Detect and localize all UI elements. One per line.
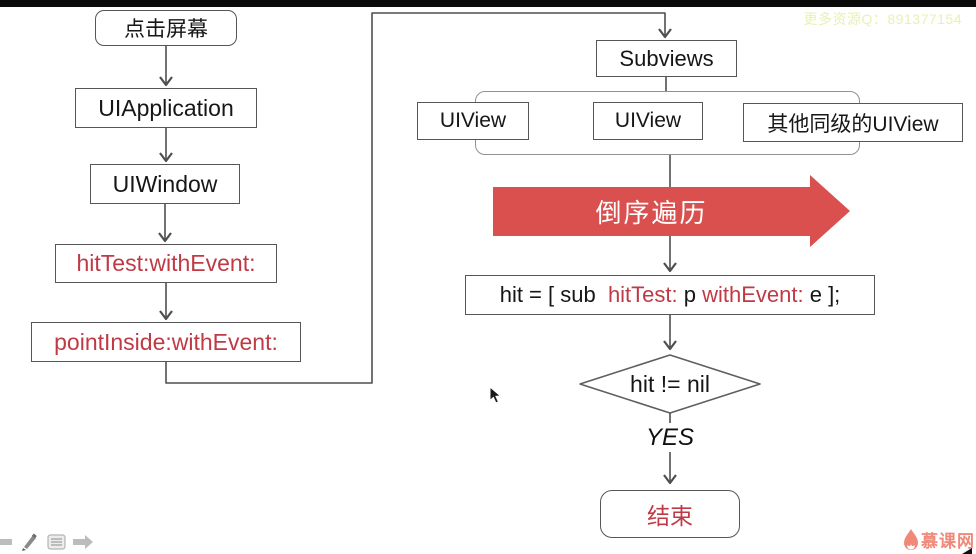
flow-node-end-label: 结束 (647, 503, 693, 529)
flow-node-start: 点击屏幕 (95, 10, 237, 46)
flow-node-subviews-label: Subviews (619, 45, 714, 71)
flow-node-start-label: 点击屏幕 (124, 18, 208, 41)
flow-node-hittest: hitTest:withEvent: (55, 244, 277, 283)
reverse-traverse-label: 倒序遍历 (595, 198, 708, 228)
qq-watermark: 更多资源Q：891377154 (803, 11, 962, 27)
flow-node-uiwindow-label: UIWindow (112, 170, 218, 197)
flow-node-uiapplication-label: UIApplication (98, 94, 234, 121)
flow-node-uiapplication: UIApplication (75, 88, 257, 128)
imooc-logo-text: 慕课网 (921, 532, 975, 551)
hit-expression-text: hit = [ sub hitTest: p withEvent: e ]; (500, 282, 841, 308)
forward-arrow-icon[interactable] (72, 532, 94, 552)
flow-node-sibling-uiviews-label: 其他同级的UIView (767, 112, 939, 136)
annotation-toolbar (0, 532, 94, 552)
imooc-logo: 慕课网 (903, 527, 975, 552)
notes-icon[interactable] (45, 532, 67, 552)
hit-expr-hittest: hitTest: (607, 282, 678, 307)
flow-decision-condition: hit != nil (580, 366, 760, 402)
branch-yes-text: YES (645, 423, 695, 451)
flow-node-uiview-1-label: UIView (439, 109, 507, 132)
hit-expr-pre: hit = [ sub (499, 282, 608, 307)
flow-node-subviews: Subviews (596, 40, 737, 77)
reverse-traverse-arrow: 倒序遍历 (493, 175, 850, 247)
branch-yes-label: YES (632, 423, 708, 452)
flame-icon (904, 528, 918, 550)
flow-node-pointinside-label: pointInside:withEvent: (54, 328, 278, 355)
flow-node-sibling-uiviews: 其他同级的UIView (743, 103, 963, 142)
hit-expr-withevent: withEvent: (702, 282, 804, 307)
flow-decision-condition-label: hit != nil (630, 370, 710, 397)
flow-node-uiwindow: UIWindow (90, 164, 240, 204)
hit-expr-param-p: p (677, 282, 703, 307)
pencil-icon[interactable] (18, 532, 40, 552)
flow-node-uiview-1: UIView (417, 102, 529, 140)
flow-node-end: 结束 (600, 490, 740, 538)
hit-expr-post: e ]; (803, 282, 841, 307)
flow-node-hit-expression: hit = [ sub hitTest: p withEvent: e ]; (465, 275, 875, 315)
back-arrow-icon[interactable] (0, 532, 13, 552)
flow-node-pointinside: pointInside:withEvent: (31, 322, 301, 362)
flow-node-hittest-label: hitTest:withEvent: (76, 250, 256, 276)
mouse-cursor (489, 386, 502, 404)
video-letterbox-bar (0, 0, 976, 7)
flow-node-uiview-2: UIView (593, 102, 703, 140)
flow-node-uiview-2-label: UIView (614, 109, 682, 132)
corner-artifact (962, 548, 972, 554)
